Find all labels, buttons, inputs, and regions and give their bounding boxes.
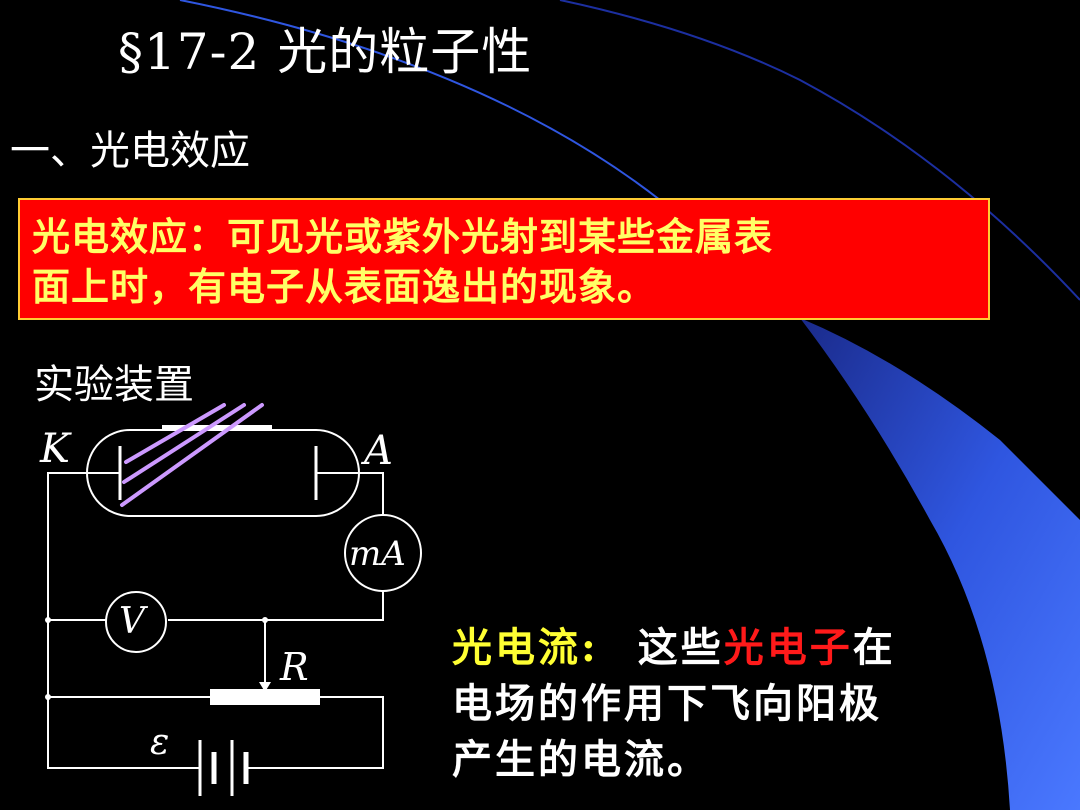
photoelectron-highlight: 光电子	[723, 624, 853, 671]
slide-title: §17-2 光的粒子性	[118, 23, 533, 81]
junction-dot	[262, 617, 268, 623]
description-part-1: 这些	[637, 624, 724, 671]
anode-label: A	[364, 428, 393, 474]
description-line-3: 产生的电流。	[452, 736, 710, 783]
wire-rheostat-right	[246, 696, 384, 769]
description-line-1: 光电流: 这些光电子在	[452, 620, 1012, 676]
photocurrent-description: 光电流: 这些光电子在 电场的作用下飞向阳极 产生的电流。	[452, 620, 1012, 788]
ammeter-label: mA	[349, 534, 406, 574]
voltmeter	[105, 591, 167, 653]
wire-right-top	[316, 472, 384, 515]
light-ray	[124, 403, 226, 464]
voltmeter-label: V	[119, 601, 145, 642]
description-part-2: 在	[852, 624, 896, 671]
apparatus-label: 实验装置	[34, 362, 194, 408]
emf-label: ε	[150, 722, 170, 763]
rheostat	[210, 689, 320, 705]
blue-swoosh-shape	[800, 318, 1080, 810]
slider-arrow-icon	[259, 682, 271, 692]
definition-line-1: 光电效应：可见光或紫外光射到某些金属表	[32, 214, 774, 259]
junction-dot	[45, 694, 51, 700]
wire-ammeter-bottom	[168, 591, 384, 621]
light-ray	[122, 403, 246, 484]
section-heading: 一、光电效应	[10, 128, 250, 174]
definition-line-2: 面上时，有电子从表面逸出的现象。	[32, 264, 657, 309]
blue-arc-line-upper	[559, 0, 1080, 301]
definition-box: 光电效应：可见光或紫外光射到某些金属表 面上时，有电子从表面逸出的现象。	[18, 198, 990, 320]
light-ray	[120, 403, 264, 507]
rheostat-label: R	[280, 645, 309, 689]
description-line-2: 电场的作用下飞向阳极	[452, 680, 882, 727]
phototube	[86, 429, 360, 517]
junction-dot	[45, 617, 51, 623]
cathode-label: K	[40, 426, 70, 472]
photocurrent-term: 光电流:	[452, 624, 599, 671]
